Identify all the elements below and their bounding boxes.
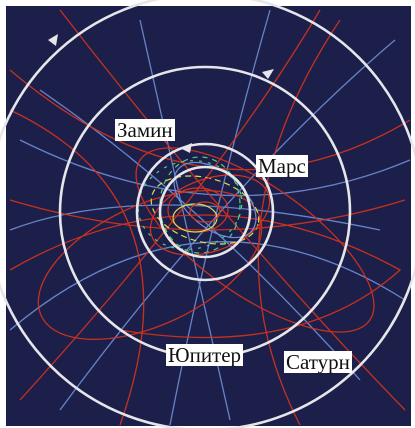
comet-orbit-red-8 bbox=[37, 189, 263, 341]
saturn-label: Сатурн bbox=[284, 350, 352, 374]
comet-orbit-red-7 bbox=[9, 109, 145, 426]
comet-orbit-blue-5 bbox=[19, 139, 411, 197]
inner-orbit-5 bbox=[173, 161, 257, 239]
mars-label: Марс bbox=[256, 154, 308, 178]
comet-orbit-blue-4 bbox=[59, 39, 396, 411]
comet-orbit-blue-1 bbox=[9, 204, 381, 231]
comet-orbit-blue-2 bbox=[39, 89, 361, 381]
earth-orbit bbox=[158, 165, 252, 259]
jupiter-label: Юпитер bbox=[166, 343, 244, 367]
arrow-icon bbox=[262, 69, 274, 79]
comet-orbits-red bbox=[9, 9, 411, 426]
inner-orbit-2 bbox=[159, 156, 241, 254]
inner-orbit-7 bbox=[189, 201, 221, 223]
arrow-icon bbox=[180, 143, 192, 153]
inner-orbit-1 bbox=[150, 175, 260, 245]
comet-orbit-red-5 bbox=[257, 19, 341, 426]
earth-label: Замин bbox=[115, 118, 175, 142]
comet-orbit-red-9 bbox=[135, 147, 375, 333]
inner-orbits-tangle bbox=[137, 156, 271, 256]
orbit-direction-arrows bbox=[48, 34, 274, 153]
comet-orbit-red-2 bbox=[59, 9, 406, 411]
inner-orbit-3 bbox=[149, 174, 271, 256]
mars-orbit bbox=[135, 142, 275, 282]
inner-orbit-8 bbox=[137, 160, 243, 250]
arrow-icon bbox=[48, 34, 58, 46]
comet-orbit-red-4 bbox=[19, 9, 321, 401]
